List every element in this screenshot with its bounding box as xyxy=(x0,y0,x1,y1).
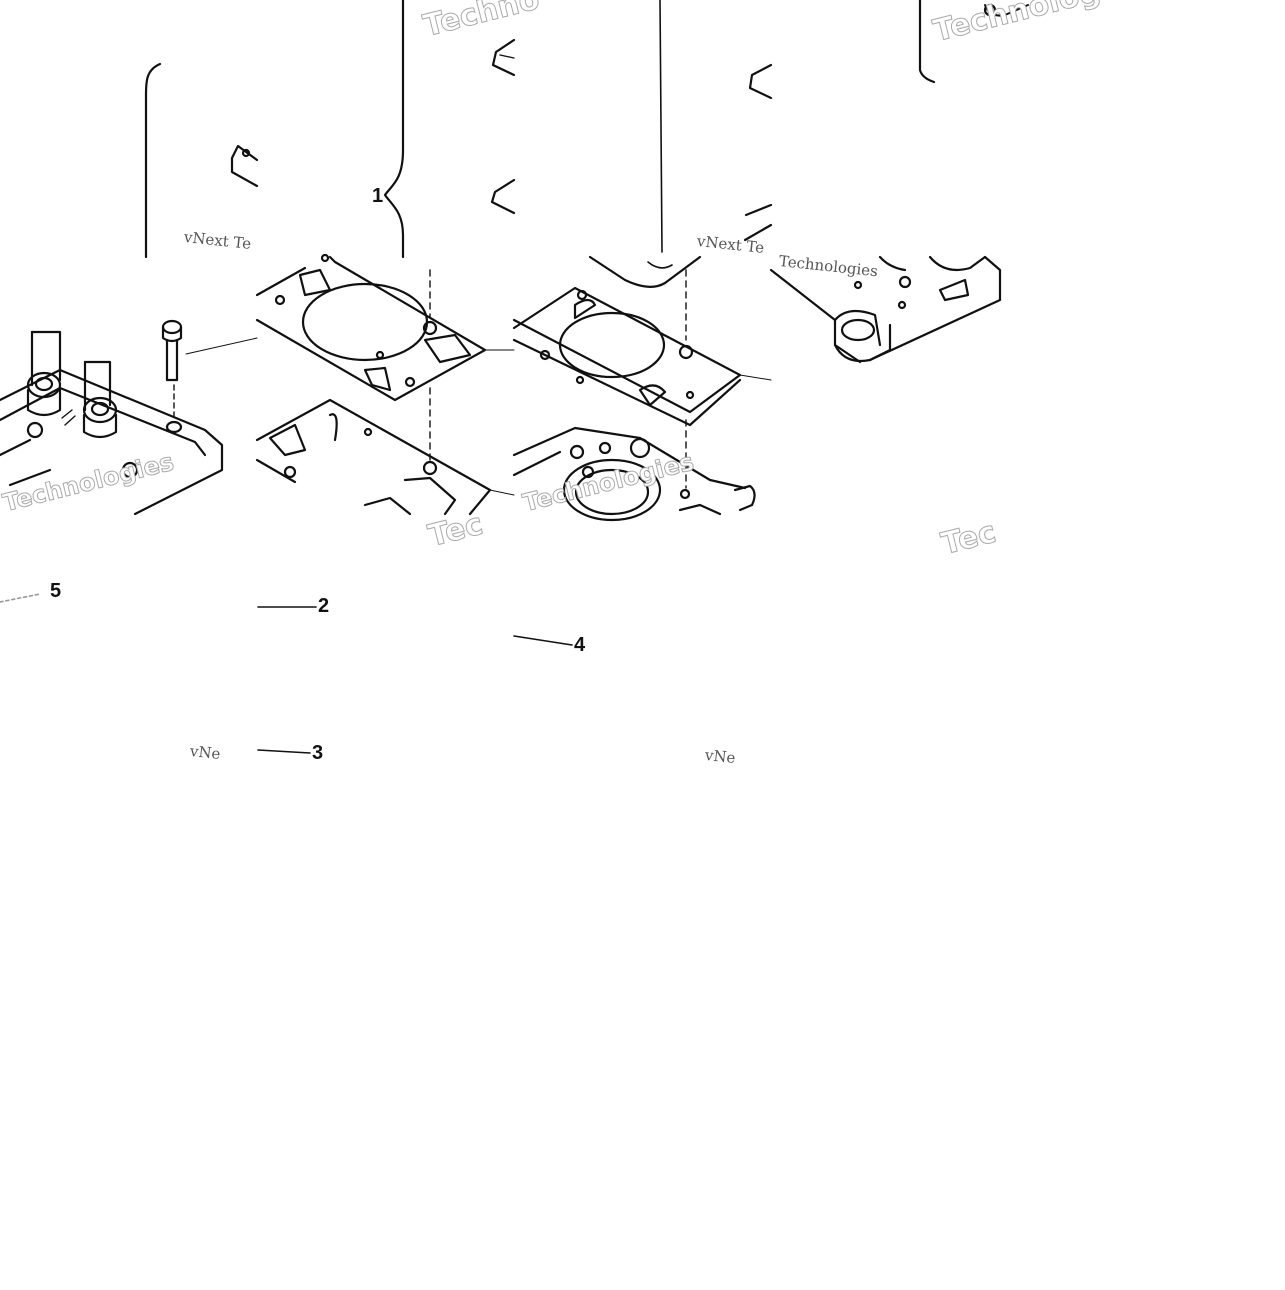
tile-body-casting xyxy=(769,255,1002,364)
watermark-vne-1: vNe xyxy=(189,742,222,764)
watermark-vne-2: vNe xyxy=(704,746,737,768)
tile-cover-plate xyxy=(0,319,258,516)
callout-1: 1 xyxy=(372,185,384,207)
tile-gaskets-2-3 xyxy=(255,253,515,516)
callout-leaders xyxy=(0,593,573,754)
callout-4: 4 xyxy=(574,634,586,656)
tile-brace-1 xyxy=(383,0,516,259)
tile-top-right xyxy=(918,0,1029,84)
callout-5: 5 xyxy=(50,580,62,602)
callout-3: 3 xyxy=(312,742,324,764)
callout-2: 2 xyxy=(318,595,330,617)
tile-top-center xyxy=(588,0,773,288)
tile-gasket-4-body xyxy=(512,269,772,522)
tile-bracket-left xyxy=(144,62,259,259)
